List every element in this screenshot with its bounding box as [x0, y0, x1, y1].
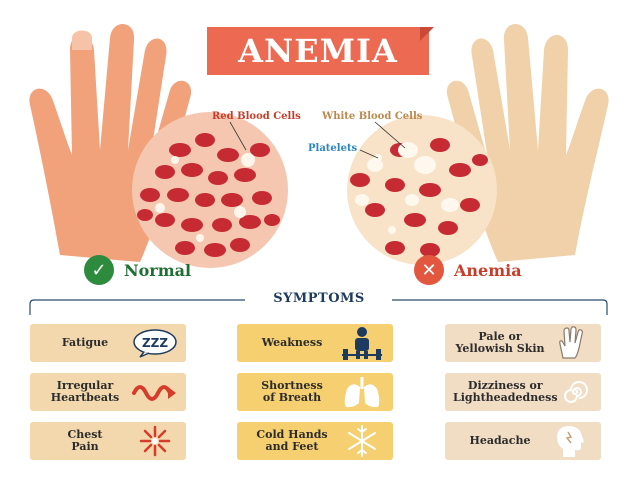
symptom-card-headache: Headache [445, 422, 601, 460]
anemia-label: Anemia [454, 260, 522, 280]
symptom-label: Pale or Yellowish Skin [455, 330, 545, 355]
symptom-label: Fatigue [61, 336, 109, 349]
zzz-bubble-icon: ZZZ [132, 326, 178, 360]
normal-label: Normal [124, 260, 192, 280]
symptom-card-chest-pain: Chest Pain [30, 422, 186, 460]
red-blood-cells-label: Red Blood Cells [212, 111, 301, 122]
symptom-label: Irregular Heartbeats [50, 379, 120, 404]
symptom-card-irregular-heartbeats: Irregular Heartbeats [30, 373, 186, 411]
symptom-label: Chest Pain [67, 428, 103, 453]
checkmark-icon: ✓ [84, 255, 114, 285]
pain-burst-icon [132, 424, 178, 458]
symptom-card-shortness-of-breath: Shortness of Breath [237, 373, 393, 411]
snowflake-icon [339, 424, 385, 458]
spiral-icon [558, 375, 593, 409]
symptoms-line-right [392, 299, 608, 315]
platelets-label: Platelets [308, 143, 358, 154]
weightlifter-icon [339, 326, 385, 360]
hand-outline-icon [547, 326, 593, 360]
heartbeat-wave-icon [132, 375, 178, 409]
white-blood-cells-label: White Blood Cells [322, 111, 423, 122]
cross-icon: ✕ [414, 255, 444, 285]
symptom-card-pale-skin: Pale or Yellowish Skin [445, 324, 601, 362]
anemia-status: ✕ Anemia [414, 255, 522, 285]
symptom-label: Shortness of Breath [261, 379, 323, 404]
symptoms-line-left [29, 299, 245, 315]
symptom-label: Dizziness or Lightheadedness [453, 379, 558, 404]
symptom-card-cold-hands: Cold Hands and Feet [237, 422, 393, 460]
normal-blood-sample [132, 112, 288, 268]
symptom-label: Cold Hands and Feet [256, 428, 328, 453]
symptom-card-dizziness: Dizziness or Lightheadedness [445, 373, 601, 411]
head-profile-icon [547, 424, 593, 458]
svg-text:ZZZ: ZZZ [142, 336, 168, 350]
symptoms-title: SYMPTOMS [273, 291, 365, 306]
symptom-card-weakness: Weakness [237, 324, 393, 362]
title-banner-fold [420, 27, 434, 41]
symptom-card-fatigue: Fatigue ZZZ [30, 324, 186, 362]
page-title: ANEMIA [207, 27, 429, 75]
normal-status: ✓ Normal [84, 255, 191, 285]
symptom-label: Headache [469, 434, 531, 447]
lungs-icon [339, 375, 385, 409]
symptom-label: Weakness [261, 336, 323, 349]
anemia-blood-sample [347, 115, 497, 265]
